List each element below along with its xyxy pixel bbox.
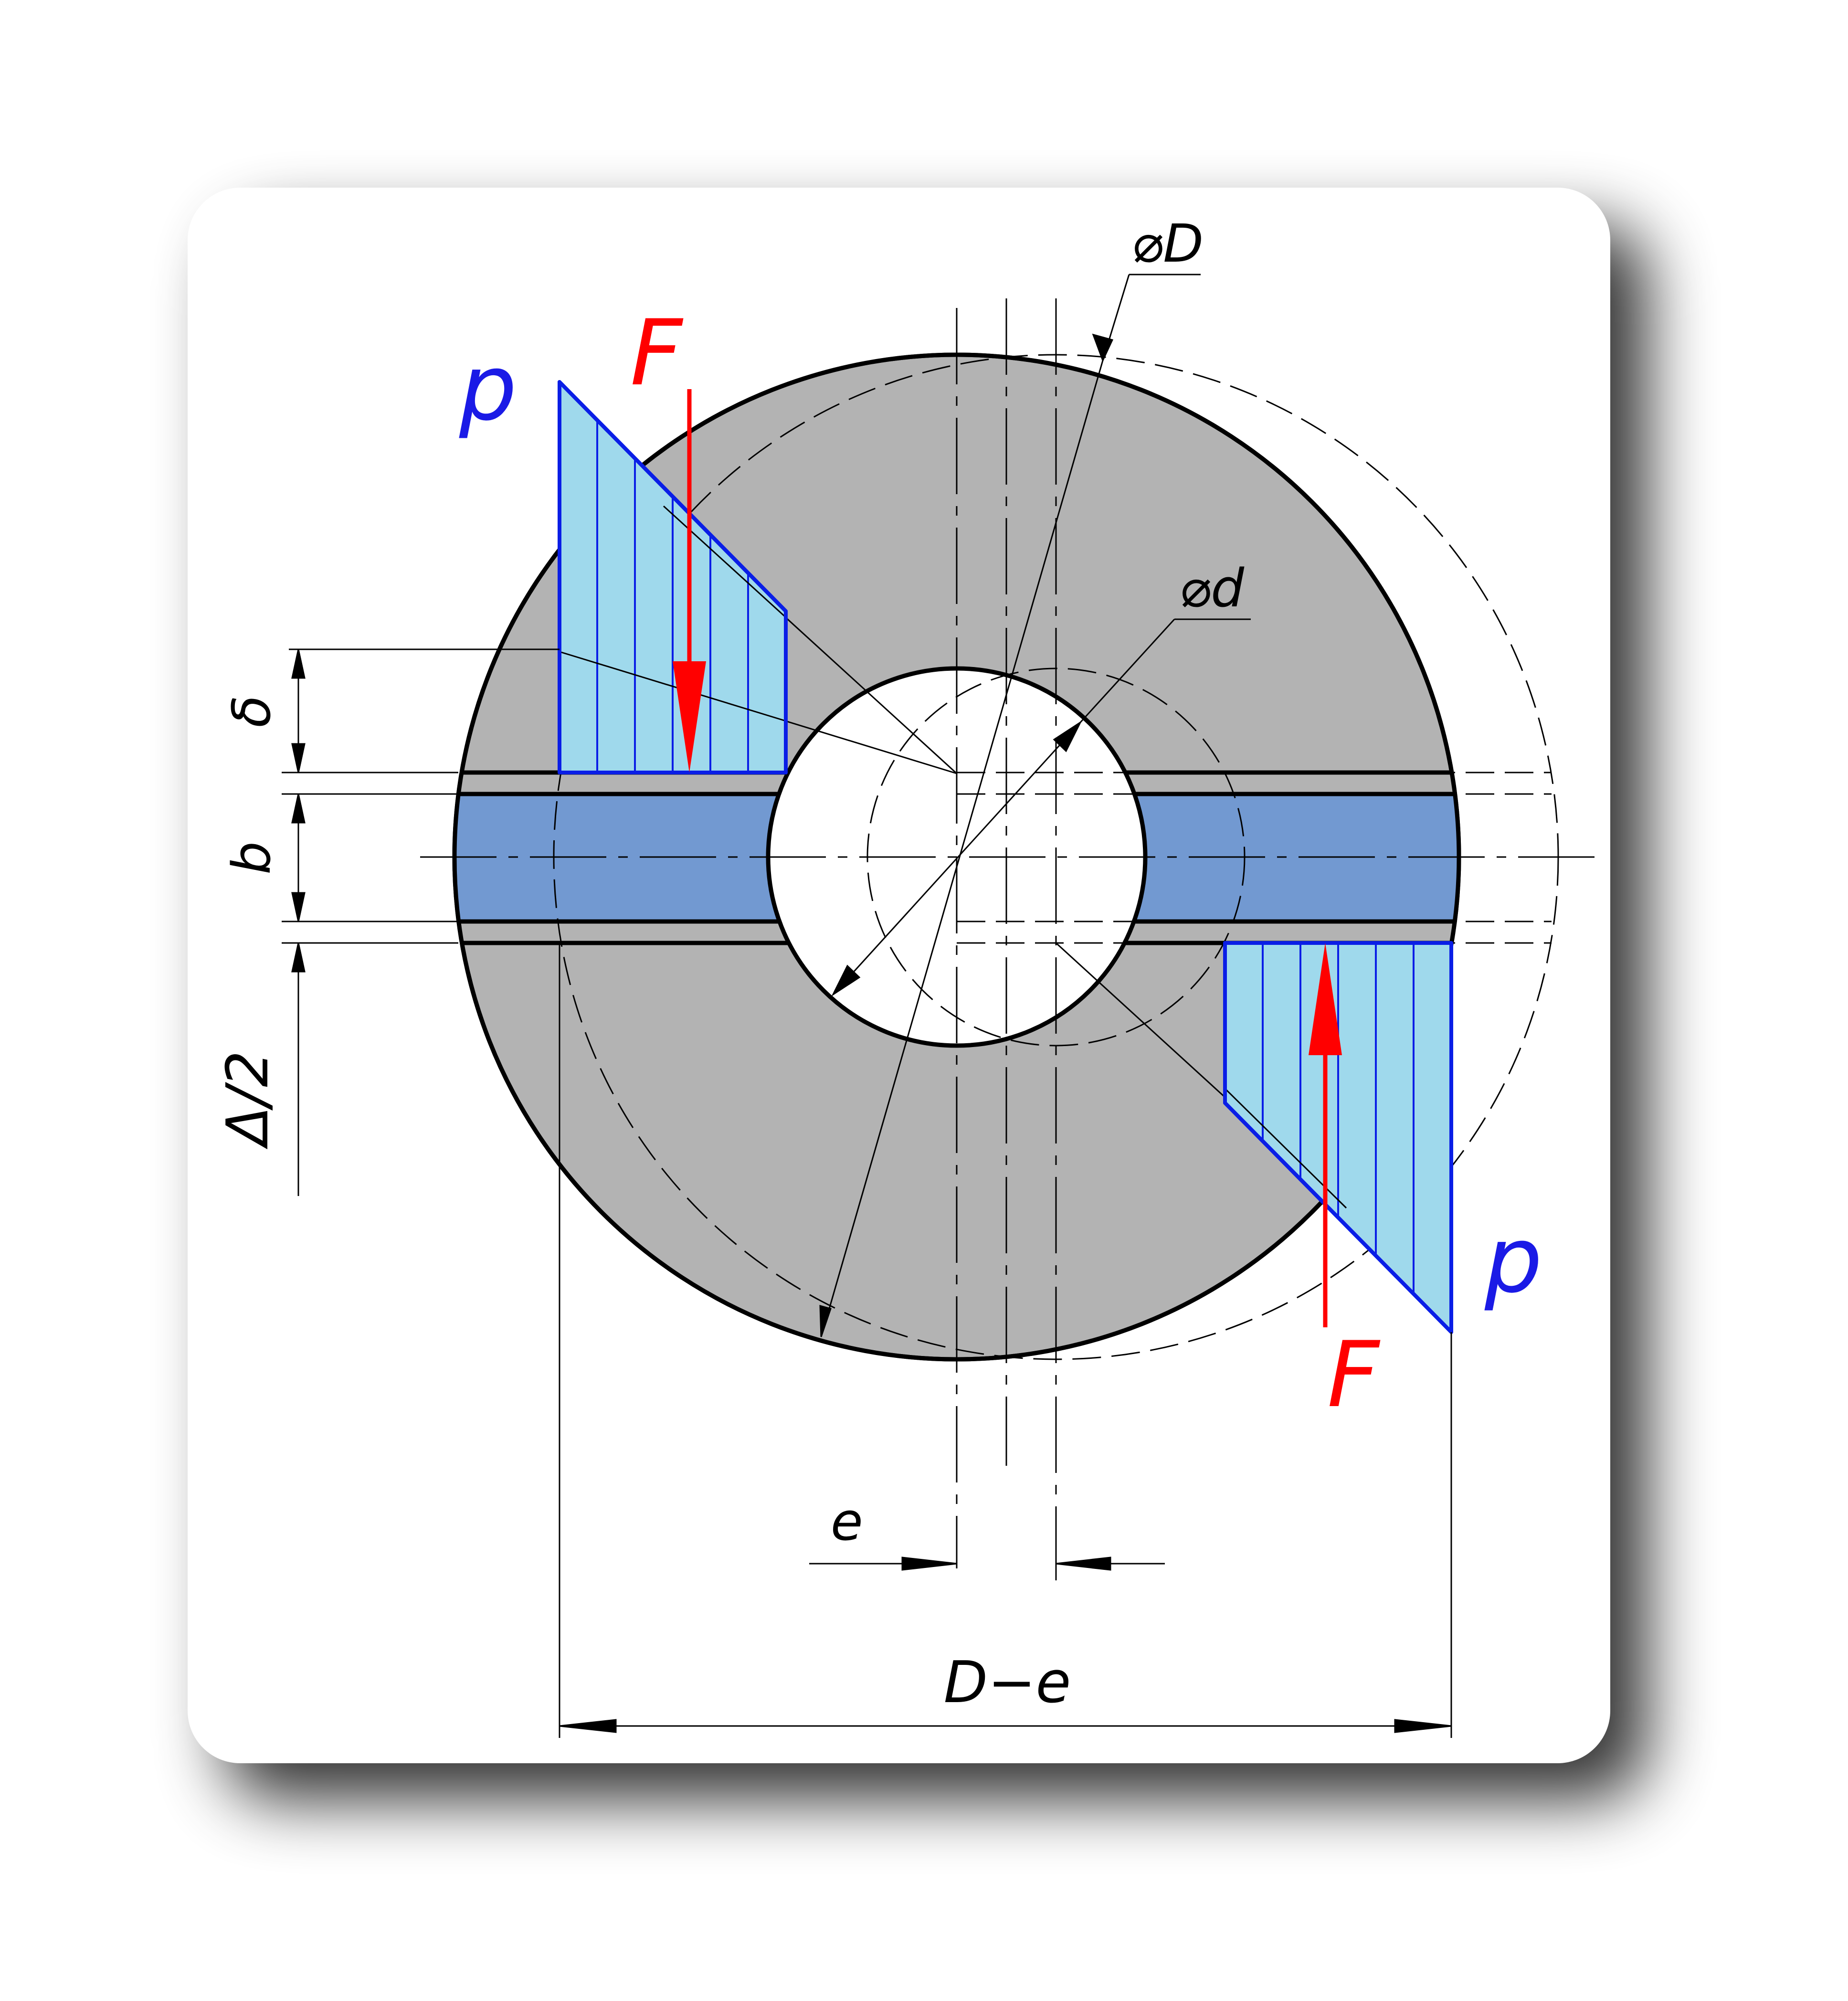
- force-label-top: F: [630, 300, 684, 406]
- dimension-D-minus-e: [559, 943, 1452, 1738]
- eccentricity-label: e: [831, 1491, 863, 1552]
- inner-diameter-label: ⌀d: [1179, 558, 1245, 619]
- force-label-bottom: F: [1327, 1322, 1381, 1428]
- force-arrow-bottom: [1309, 943, 1342, 1327]
- pressure-label-bottom: p: [1484, 1207, 1542, 1313]
- dimension-diameter-d: [831, 618, 1251, 997]
- pressure-label-top: p: [459, 335, 517, 441]
- span-label: D−e: [944, 1650, 1071, 1716]
- dimension-e: [809, 1556, 1165, 1571]
- dimension-diameter-D: [819, 274, 1201, 1337]
- center-lines: [420, 298, 1597, 1580]
- half-clearance-label: Δ/2: [215, 1051, 281, 1150]
- pressure-diagram-top: [558, 380, 788, 774]
- dimension-left: [282, 648, 560, 1196]
- delta-label: δ: [221, 695, 282, 727]
- force-arrow-top: [673, 389, 706, 773]
- slot-width-label: b: [221, 841, 282, 875]
- outer-diameter-label: ⌀D: [1131, 213, 1204, 274]
